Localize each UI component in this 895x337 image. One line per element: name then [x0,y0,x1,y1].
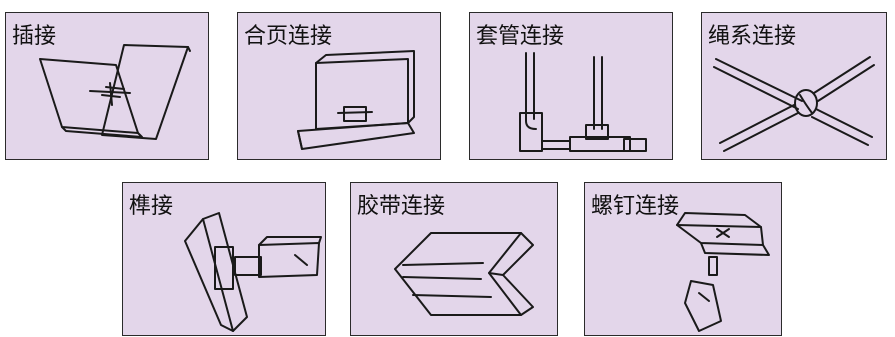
panel-label: 螺钉连接 [591,194,680,219]
rope-tie-joint-icon [713,56,875,152]
panel-rope-tie-joint: 绳系连接 [701,12,887,160]
panel-label: 合页连接 [244,24,333,49]
panel-label: 插接 [12,24,57,49]
tape-joint-icon [394,232,534,316]
panel-label: 绳系连接 [708,24,797,49]
panel-label: 胶带连接 [357,194,446,219]
screw-joint-icon [676,212,770,332]
sleeve-joint-icon [519,52,647,152]
panel-label: 榫接 [129,194,174,219]
hinge-joint-icon [297,50,415,150]
panel-hinge-joint: 合页连接 [237,12,441,160]
panel-sleeve-joint: 套管连接 [469,12,673,160]
panel-slot-joint: 插接 [5,12,209,160]
panel-tenon-joint: 榫接 [122,182,326,336]
panel-tape-joint: 胶带连接 [350,182,558,336]
panel-screw-joint: 螺钉连接 [584,182,782,336]
tenon-joint-icon [184,212,322,332]
slot-joint-icon [39,44,191,140]
panel-label: 套管连接 [476,24,565,49]
